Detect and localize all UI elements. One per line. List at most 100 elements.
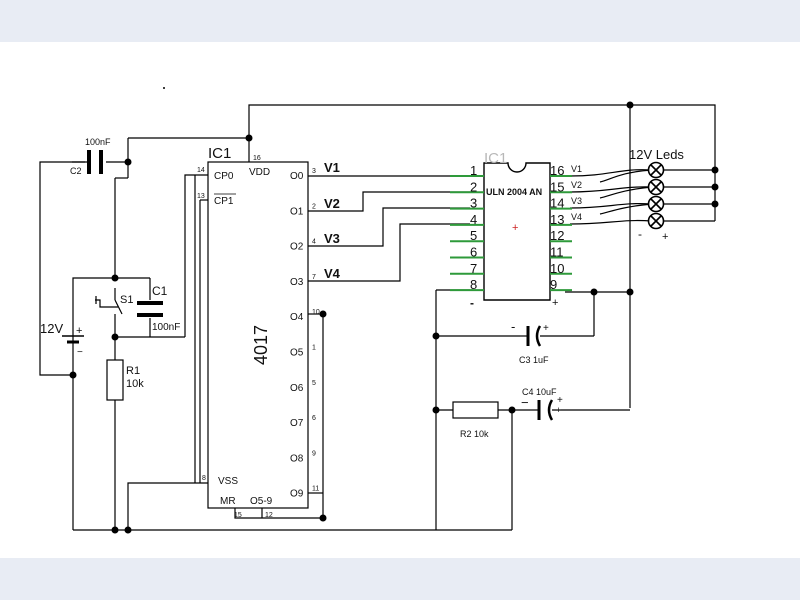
pin-name-o6: O6 bbox=[290, 383, 304, 394]
capacitor-c3: - + C3 1uF bbox=[511, 319, 549, 365]
uln-left-pin-number: 8 bbox=[470, 277, 477, 292]
capacitor-c4: C4 10uF − + + bbox=[521, 387, 563, 421]
uln-body bbox=[483, 162, 551, 301]
uln-left-pin-number: 6 bbox=[470, 245, 477, 260]
uln-left-pin-number: 1 bbox=[470, 163, 477, 178]
uln-plus: + bbox=[552, 297, 558, 309]
lamp-cross-icon bbox=[650, 164, 662, 176]
pin-number-15: 15 bbox=[234, 512, 242, 519]
schematic-sheet bbox=[0, 42, 800, 558]
vdd-pin-number: 16 bbox=[253, 155, 261, 162]
junction-dot bbox=[626, 288, 634, 296]
uln-out-v1: V1 bbox=[571, 164, 582, 174]
pin-number-1: 1 bbox=[312, 345, 316, 352]
s1-label: S1 bbox=[120, 294, 133, 306]
junction-dot bbox=[111, 333, 119, 341]
uln-left-pin-number: 2 bbox=[470, 179, 477, 194]
ic-4017: IC1 4017 VDD 16 CP0 14 CP1 13 VSS 8 MR 1… bbox=[197, 145, 341, 519]
leds-minus: - bbox=[638, 227, 642, 241]
junction-dot bbox=[432, 332, 440, 340]
junction-dot bbox=[711, 200, 719, 208]
pin-name-o59: O5-9 bbox=[250, 496, 273, 507]
ic-4017-ref: IC1 bbox=[208, 145, 231, 162]
resistor-r1: R1 10k bbox=[106, 359, 144, 401]
net-label-v3: V3 bbox=[324, 231, 340, 246]
pin-name-o4: O4 bbox=[290, 312, 304, 323]
leds-title: 12V Leds bbox=[629, 147, 684, 162]
c3-label: C3 1uF bbox=[519, 355, 549, 365]
junction-dot bbox=[124, 526, 132, 534]
pin-name-o1: O1 bbox=[290, 206, 304, 217]
c4-minus: − bbox=[521, 395, 529, 410]
uln-left-pin-number: 5 bbox=[470, 228, 477, 243]
junction-dot bbox=[432, 406, 440, 414]
c1-label: C1 bbox=[152, 284, 168, 298]
pin-name-o5: O5 bbox=[290, 348, 304, 359]
uln-right-pin-number: 11 bbox=[550, 245, 564, 260]
junction-dot bbox=[111, 526, 119, 534]
pin-name-vss: VSS bbox=[218, 476, 238, 487]
pin-name-cp1: CP1 bbox=[214, 196, 234, 207]
uln-ref: IC1 bbox=[484, 150, 507, 167]
uln-left-pin-number: 4 bbox=[470, 212, 477, 227]
pin-number-6: 6 bbox=[312, 415, 316, 422]
net-label-v1: V1 bbox=[324, 160, 340, 175]
lamp-cross-icon bbox=[650, 181, 662, 193]
junction-dot bbox=[711, 183, 719, 191]
uln-right-pin-number: 16 bbox=[550, 163, 564, 178]
stray-dot bbox=[163, 87, 165, 89]
uln-out-v4: V4 bbox=[571, 212, 582, 222]
capacitor-c1: C1 100nF bbox=[137, 284, 180, 333]
c3-minus: - bbox=[511, 319, 515, 334]
battery-minus-label: − bbox=[77, 347, 83, 358]
pin-number-12: 12 bbox=[265, 512, 273, 519]
uln-right-pin-number: 9 bbox=[550, 277, 557, 292]
pin-name-o8: O8 bbox=[290, 453, 304, 464]
c2-value: 100nF bbox=[85, 137, 111, 147]
uln-right-pin-number: 15 bbox=[550, 179, 564, 194]
pin-number-3: 3 bbox=[312, 168, 316, 175]
capacitor-c2: 100nF C2 bbox=[70, 137, 111, 176]
junction-dot bbox=[319, 310, 327, 318]
junction-dot bbox=[319, 514, 327, 522]
junction-dot bbox=[508, 406, 516, 414]
c4-label: C4 10uF bbox=[522, 387, 557, 397]
pin-number-2: 2 bbox=[312, 203, 316, 210]
pin-name-o2: O2 bbox=[290, 242, 304, 253]
junction-dot bbox=[626, 101, 634, 109]
c4-plus: + bbox=[557, 395, 563, 406]
pin-number-4: 4 bbox=[312, 239, 316, 246]
pin-name-o7: O7 bbox=[290, 418, 304, 429]
r1-label: R1 bbox=[126, 365, 140, 377]
junction-dot bbox=[69, 371, 77, 379]
uln-center-mark: + bbox=[512, 222, 518, 234]
battery-voltage-label: 12V bbox=[40, 321, 63, 336]
vdd-pin-name: VDD bbox=[249, 167, 270, 178]
ic-4017-body bbox=[207, 161, 309, 509]
uln-left-pin-number: 3 bbox=[470, 196, 477, 211]
junction-dot bbox=[245, 134, 253, 142]
led-array bbox=[647, 161, 665, 230]
junction-dot bbox=[590, 288, 598, 296]
pin-name-o3: O3 bbox=[290, 277, 304, 288]
r2-label: R2 10k bbox=[460, 429, 489, 439]
pin-number-9: 9 bbox=[312, 450, 316, 457]
pin-number-7: 7 bbox=[312, 274, 316, 281]
uln-part: ULN 2004 AN bbox=[486, 187, 542, 197]
c2-label: C2 bbox=[70, 166, 82, 176]
c3-plus: + bbox=[543, 323, 549, 334]
leds: 12V Leds - + bbox=[629, 147, 684, 243]
uln-minus: - bbox=[470, 296, 474, 310]
lamp-cross-icon bbox=[650, 215, 662, 227]
uln-out-v2: V2 bbox=[571, 180, 582, 190]
r1-value: 10k bbox=[126, 378, 144, 390]
c1-value: 100nF bbox=[152, 322, 180, 333]
ic-uln2004: IC1 ULN 2004 AN + 1234567816151413121110… bbox=[450, 150, 582, 310]
pin-number-14: 14 bbox=[197, 167, 205, 174]
uln-right-pin-number: 13 bbox=[550, 212, 564, 227]
net-label-v2: V2 bbox=[324, 196, 340, 211]
pin-name-o0: O0 bbox=[290, 171, 304, 182]
